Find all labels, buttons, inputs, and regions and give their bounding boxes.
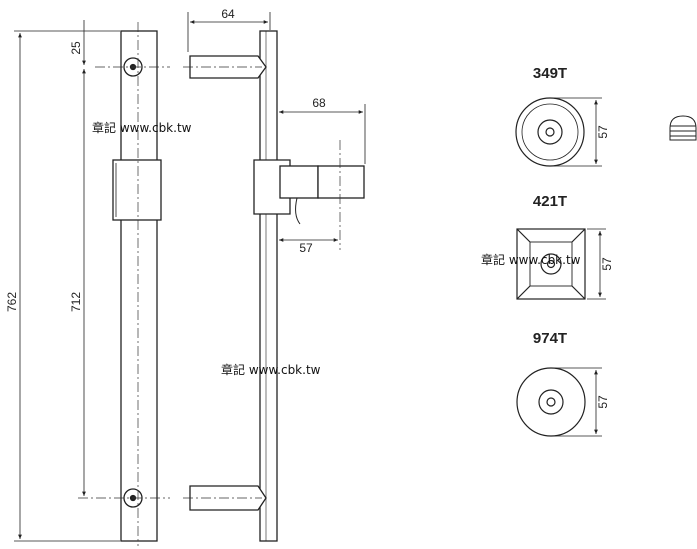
dim-knob-offset: 57 [299, 241, 313, 255]
model-421t-label: 421T [533, 193, 567, 210]
bar-body [120, 30, 158, 542]
dim-end-offset: 25 [69, 41, 83, 55]
dim-total-height: 762 [5, 292, 19, 312]
knob-profile-icon [669, 115, 697, 141]
dim-hole-spacing: 712 [69, 292, 83, 312]
model-974t-label: 974T [533, 330, 567, 347]
rosette-349t [515, 97, 585, 167]
rosette-421t [516, 228, 586, 300]
dim-knob-projection: 68 [312, 96, 326, 110]
rosette-974t-size: 57 [596, 395, 610, 409]
rosette-349t-size: 57 [596, 125, 610, 139]
knob-collar [279, 165, 319, 199]
model-349t-label: 349T [533, 65, 567, 82]
top-mount-hole [123, 57, 143, 77]
watermark-top: 章記 www.cbk.tw [92, 120, 192, 135]
front-view [112, 30, 162, 542]
watermark-middle: 章記 www.cbk.tw [221, 362, 321, 377]
bar-grip-sleeve [112, 159, 162, 221]
side-bar-body [259, 30, 278, 542]
rosette-974t [516, 367, 586, 437]
dim-standoff: 64 [221, 7, 235, 21]
watermark-right: 章記 www.cbk.tw [481, 252, 581, 267]
thumb-knob [317, 165, 365, 199]
rosette-421t-size: 57 [600, 257, 614, 271]
